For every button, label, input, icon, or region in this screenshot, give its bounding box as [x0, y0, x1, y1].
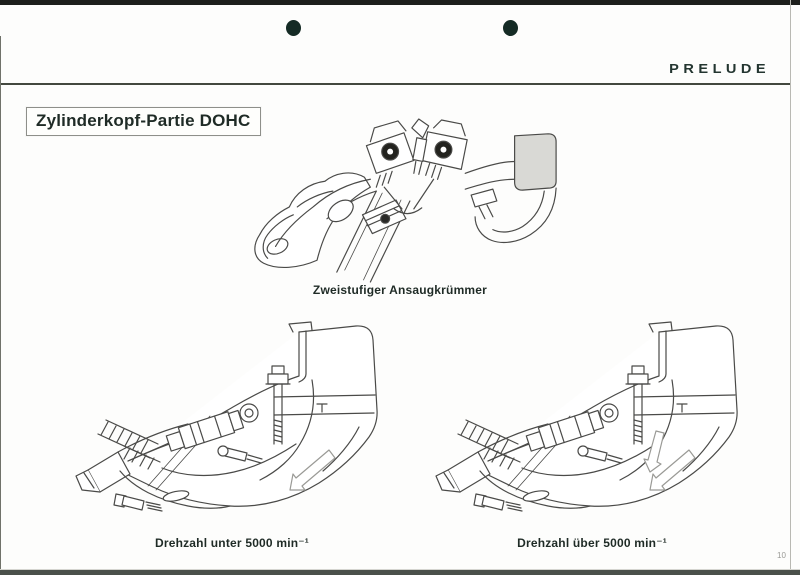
- page-right-edge: [790, 0, 791, 575]
- page-title: Zylinderkopf-Partie DOHC: [36, 111, 251, 130]
- airflow-arrow-secondary: [643, 430, 665, 473]
- engine-cross-section-illustration: [254, 118, 557, 283]
- manifold-illustration-low-rpm: [75, 321, 378, 512]
- punch-hole-dot: [286, 20, 301, 36]
- manifold-illustration-high-rpm: [435, 321, 738, 512]
- prelude-logo: PRELUDE: [669, 61, 770, 76]
- page-title-box: Zylinderkopf-Partie DOHC: [26, 107, 261, 136]
- airflow-arrow: [649, 449, 696, 491]
- top-edge-bar: [0, 0, 800, 5]
- header-rule: [0, 83, 791, 85]
- engine-cross-section-figure: [238, 116, 564, 284]
- page-number: 10: [777, 551, 786, 560]
- manifold-high-rpm-figure: [420, 320, 750, 520]
- engine-figure-caption: Zweistufiger Ansaugkrümmer: [312, 283, 488, 297]
- punch-hole-dot: [503, 20, 518, 36]
- low-rpm-caption: Drehzahl unter 5000 min⁻¹: [154, 536, 310, 550]
- high-rpm-caption: Drehzahl über 5000 min⁻¹: [517, 536, 667, 550]
- page-left-edge: [0, 36, 1, 575]
- manifold-low-rpm-figure: [60, 320, 390, 520]
- airflow-arrow: [289, 449, 336, 491]
- bottom-edge-bar: [0, 569, 800, 575]
